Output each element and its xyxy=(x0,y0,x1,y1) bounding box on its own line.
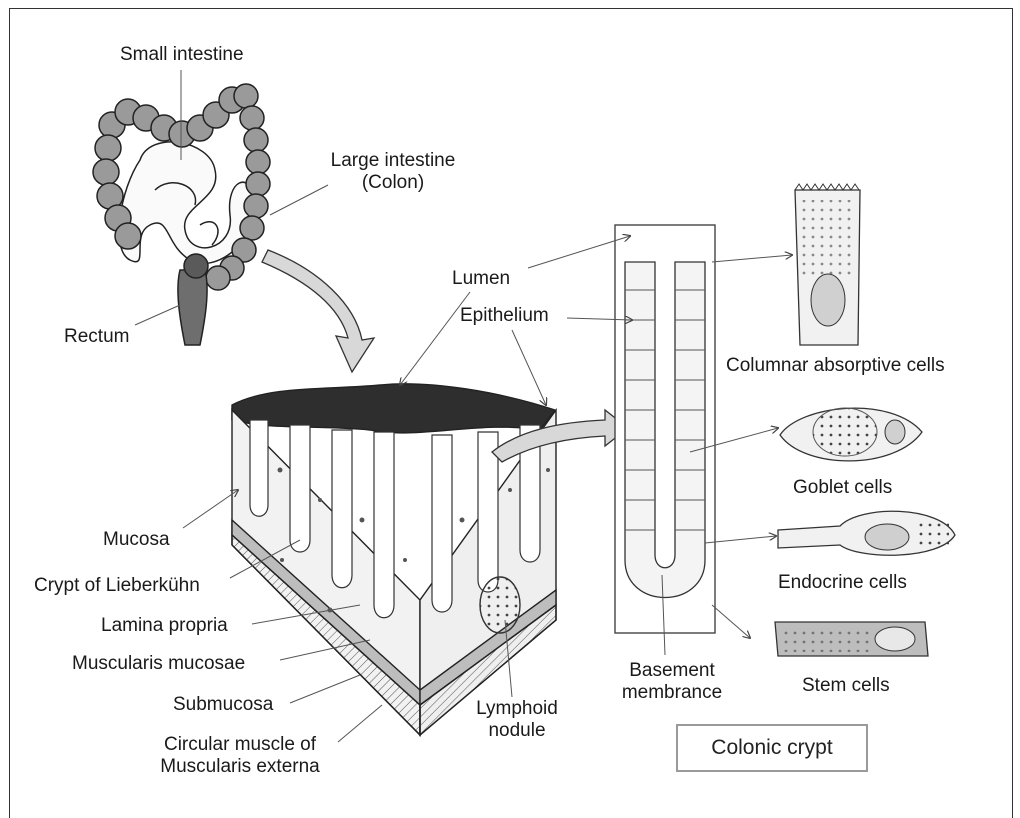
goblet-cell xyxy=(780,408,922,461)
label-goblet-cells: Goblet cells xyxy=(793,477,892,499)
label-basement-line2: membrance xyxy=(612,682,732,704)
stem-cell xyxy=(775,622,928,656)
label-submucosa: Submucosa xyxy=(173,694,273,716)
label-lamina-propria: Lamina propria xyxy=(101,615,228,637)
label-lymphoid-nodule: Lymphoid nodule xyxy=(462,698,572,742)
label-crypt-of-lieberkuhn: Crypt of Lieberkühn xyxy=(34,575,200,597)
label-muscularis-mucosae: Muscularis mucosae xyxy=(72,653,245,675)
caption-text: Colonic crypt xyxy=(711,736,832,760)
label-small-intestine: Small intestine xyxy=(120,44,244,66)
label-lymphoid-line1: Lymphoid xyxy=(462,698,572,720)
label-mucosa: Mucosa xyxy=(103,529,170,551)
label-large-intestine-line2: (Colon) xyxy=(318,172,468,194)
columnar-absorptive-cell xyxy=(795,184,860,345)
tissue-block xyxy=(232,384,556,735)
label-large-intestine: Large intestine (Colon) xyxy=(318,150,468,194)
caption-box: Colonic crypt xyxy=(676,724,868,772)
label-stem-cells: Stem cells xyxy=(802,675,890,697)
label-endocrine-cells: Endocrine cells xyxy=(778,572,907,594)
label-basement-membrane: Basement membrance xyxy=(612,660,732,704)
label-large-intestine-line1: Large intestine xyxy=(318,150,468,172)
lymphoid-nodule xyxy=(480,577,520,633)
curved-arrow-to-block xyxy=(262,250,374,372)
label-lymphoid-line2: nodule xyxy=(462,720,572,742)
label-epithelium: Epithelium xyxy=(460,305,549,327)
label-columnar-absorptive-cells: Columnar absorptive cells xyxy=(726,355,945,377)
endocrine-cell xyxy=(778,511,955,555)
label-rectum: Rectum xyxy=(64,326,129,348)
crypt-panel xyxy=(615,225,715,633)
label-circular-muscle: Circular muscle of Muscularis externa xyxy=(140,734,340,778)
label-lumen: Lumen xyxy=(452,268,510,290)
label-basement-line1: Basement xyxy=(612,660,732,682)
label-circular-muscle-line2: Muscularis externa xyxy=(140,756,340,778)
label-circular-muscle-line1: Circular muscle of xyxy=(140,734,340,756)
